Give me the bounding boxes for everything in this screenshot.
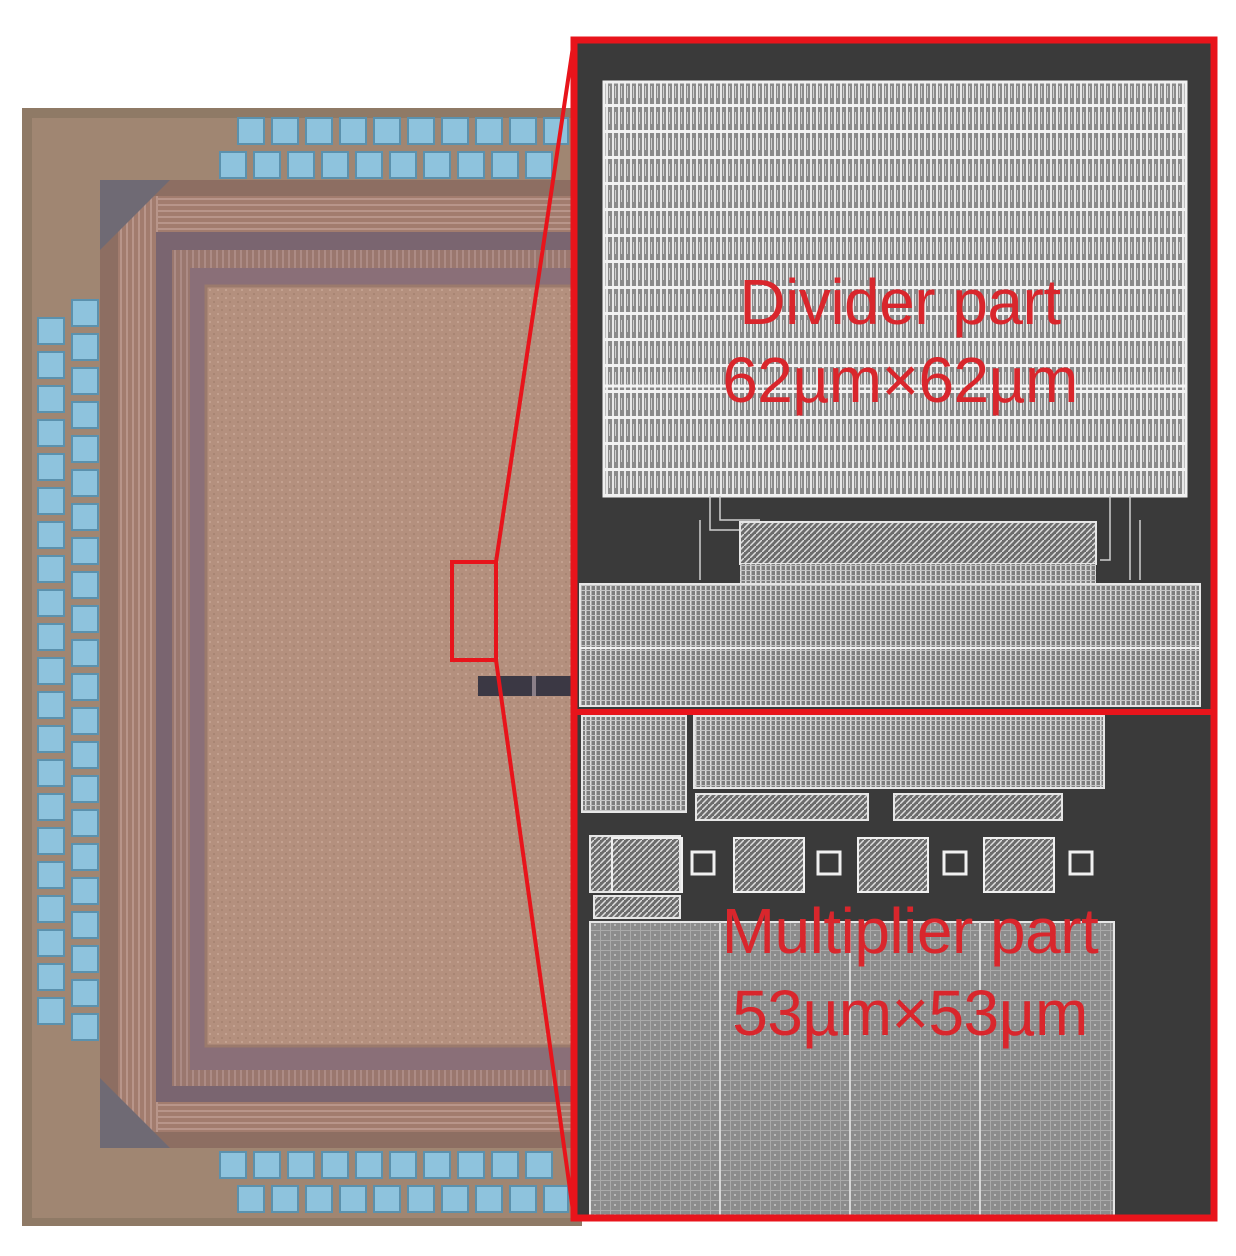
divider-part-size: 62µm×62µm xyxy=(722,344,1078,416)
control-cells-strip xyxy=(740,564,1096,584)
multiplier-control-region xyxy=(581,715,1105,919)
multiplier-part-size: 53µm×53µm xyxy=(732,977,1088,1049)
zoom-source-box xyxy=(450,560,498,662)
zoom-connector-top xyxy=(494,39,576,563)
multiplier-part-title: Multiplier part xyxy=(721,895,1099,967)
bond-pads-top xyxy=(219,117,569,179)
zoom-connector-bottom xyxy=(494,659,576,1219)
inset-frame xyxy=(570,36,1218,1222)
control-cells-row xyxy=(739,521,1097,565)
multiplier-layout-block xyxy=(589,921,1115,1219)
divider-layout-block xyxy=(602,80,1188,498)
bond-pads-left xyxy=(37,299,99,1041)
register-band xyxy=(579,583,1201,707)
highlight-annotations xyxy=(450,36,1218,1222)
layout-inset xyxy=(574,40,1214,1219)
bond-pads-bottom xyxy=(219,1151,569,1213)
divider-part-title: Divider part xyxy=(739,266,1061,338)
die-photo xyxy=(22,108,584,1226)
routing-wires xyxy=(699,496,1141,580)
